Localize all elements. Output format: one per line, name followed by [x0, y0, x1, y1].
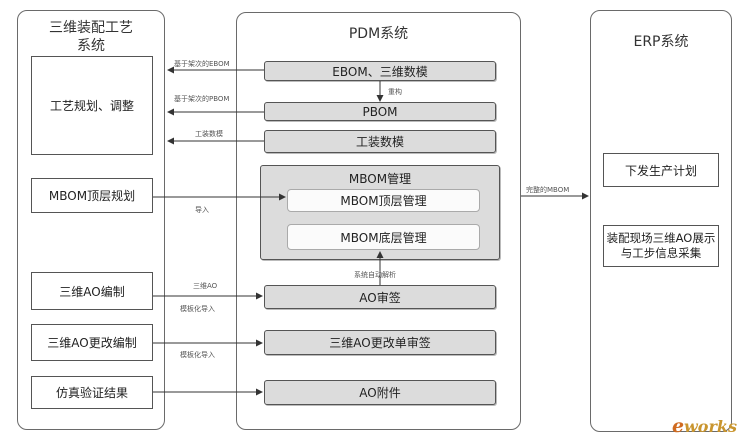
site-display-box: 装配现场三维AO展示 与工步信息采集 [603, 225, 719, 267]
ao-attachment-box: AO附件 [264, 380, 496, 405]
mbom-manage-title: MBOM管理 [348, 172, 412, 186]
process-planning-box: 工艺规划、调整 [31, 56, 153, 155]
reconstruct-label: 重构 [388, 88, 402, 96]
ao-compile-box: 三维AO编制 [31, 272, 153, 310]
mbom-top-manage-box: MBOM顶层管理 [287, 189, 480, 212]
ao-change-review-box: 三维AO更改单审签 [264, 330, 496, 355]
ebom-box: EBOM、三维数模 [264, 61, 496, 81]
ebom-arrow-label: 基于架次的EBOM [174, 60, 230, 68]
pbom-arrow-label: 基于架次的PBOM [174, 95, 230, 103]
template-import-label-2: 模板化导入 [180, 351, 215, 359]
pdm-system-title: PDM系统 [348, 26, 409, 42]
process-system-title: 三维装配工艺 系统 [49, 20, 133, 54]
production-plan-box: 下发生产计划 [603, 153, 719, 187]
mbom-top-planning-box: MBOM顶层规划 [31, 178, 153, 213]
template-import-label-1: 模板化导入 [180, 305, 215, 313]
ao-arrow-label: 三维AO [193, 282, 218, 290]
ao-review-box: AO审签 [264, 285, 496, 309]
complete-mbom-label: 完整的MBOM [526, 186, 570, 194]
import-label: 导入 [195, 206, 209, 214]
pbom-box: PBOM [264, 102, 496, 121]
eworks-logo: eworks [671, 415, 737, 437]
sim-result-box: 仿真验证结果 [31, 376, 153, 409]
tooling-arrow-label: 工装数模 [195, 130, 223, 138]
tooling-box: 工装数模 [264, 130, 496, 153]
auto-parse-label: 系统自动解析 [354, 271, 396, 279]
mbom-bottom-manage-box: MBOM底层管理 [287, 224, 480, 250]
ao-change-compile-box: 三维AO更改编制 [31, 324, 153, 361]
erp-system-title: ERP系统 [633, 34, 689, 50]
erp-system-panel: ERP系统 [590, 10, 732, 432]
